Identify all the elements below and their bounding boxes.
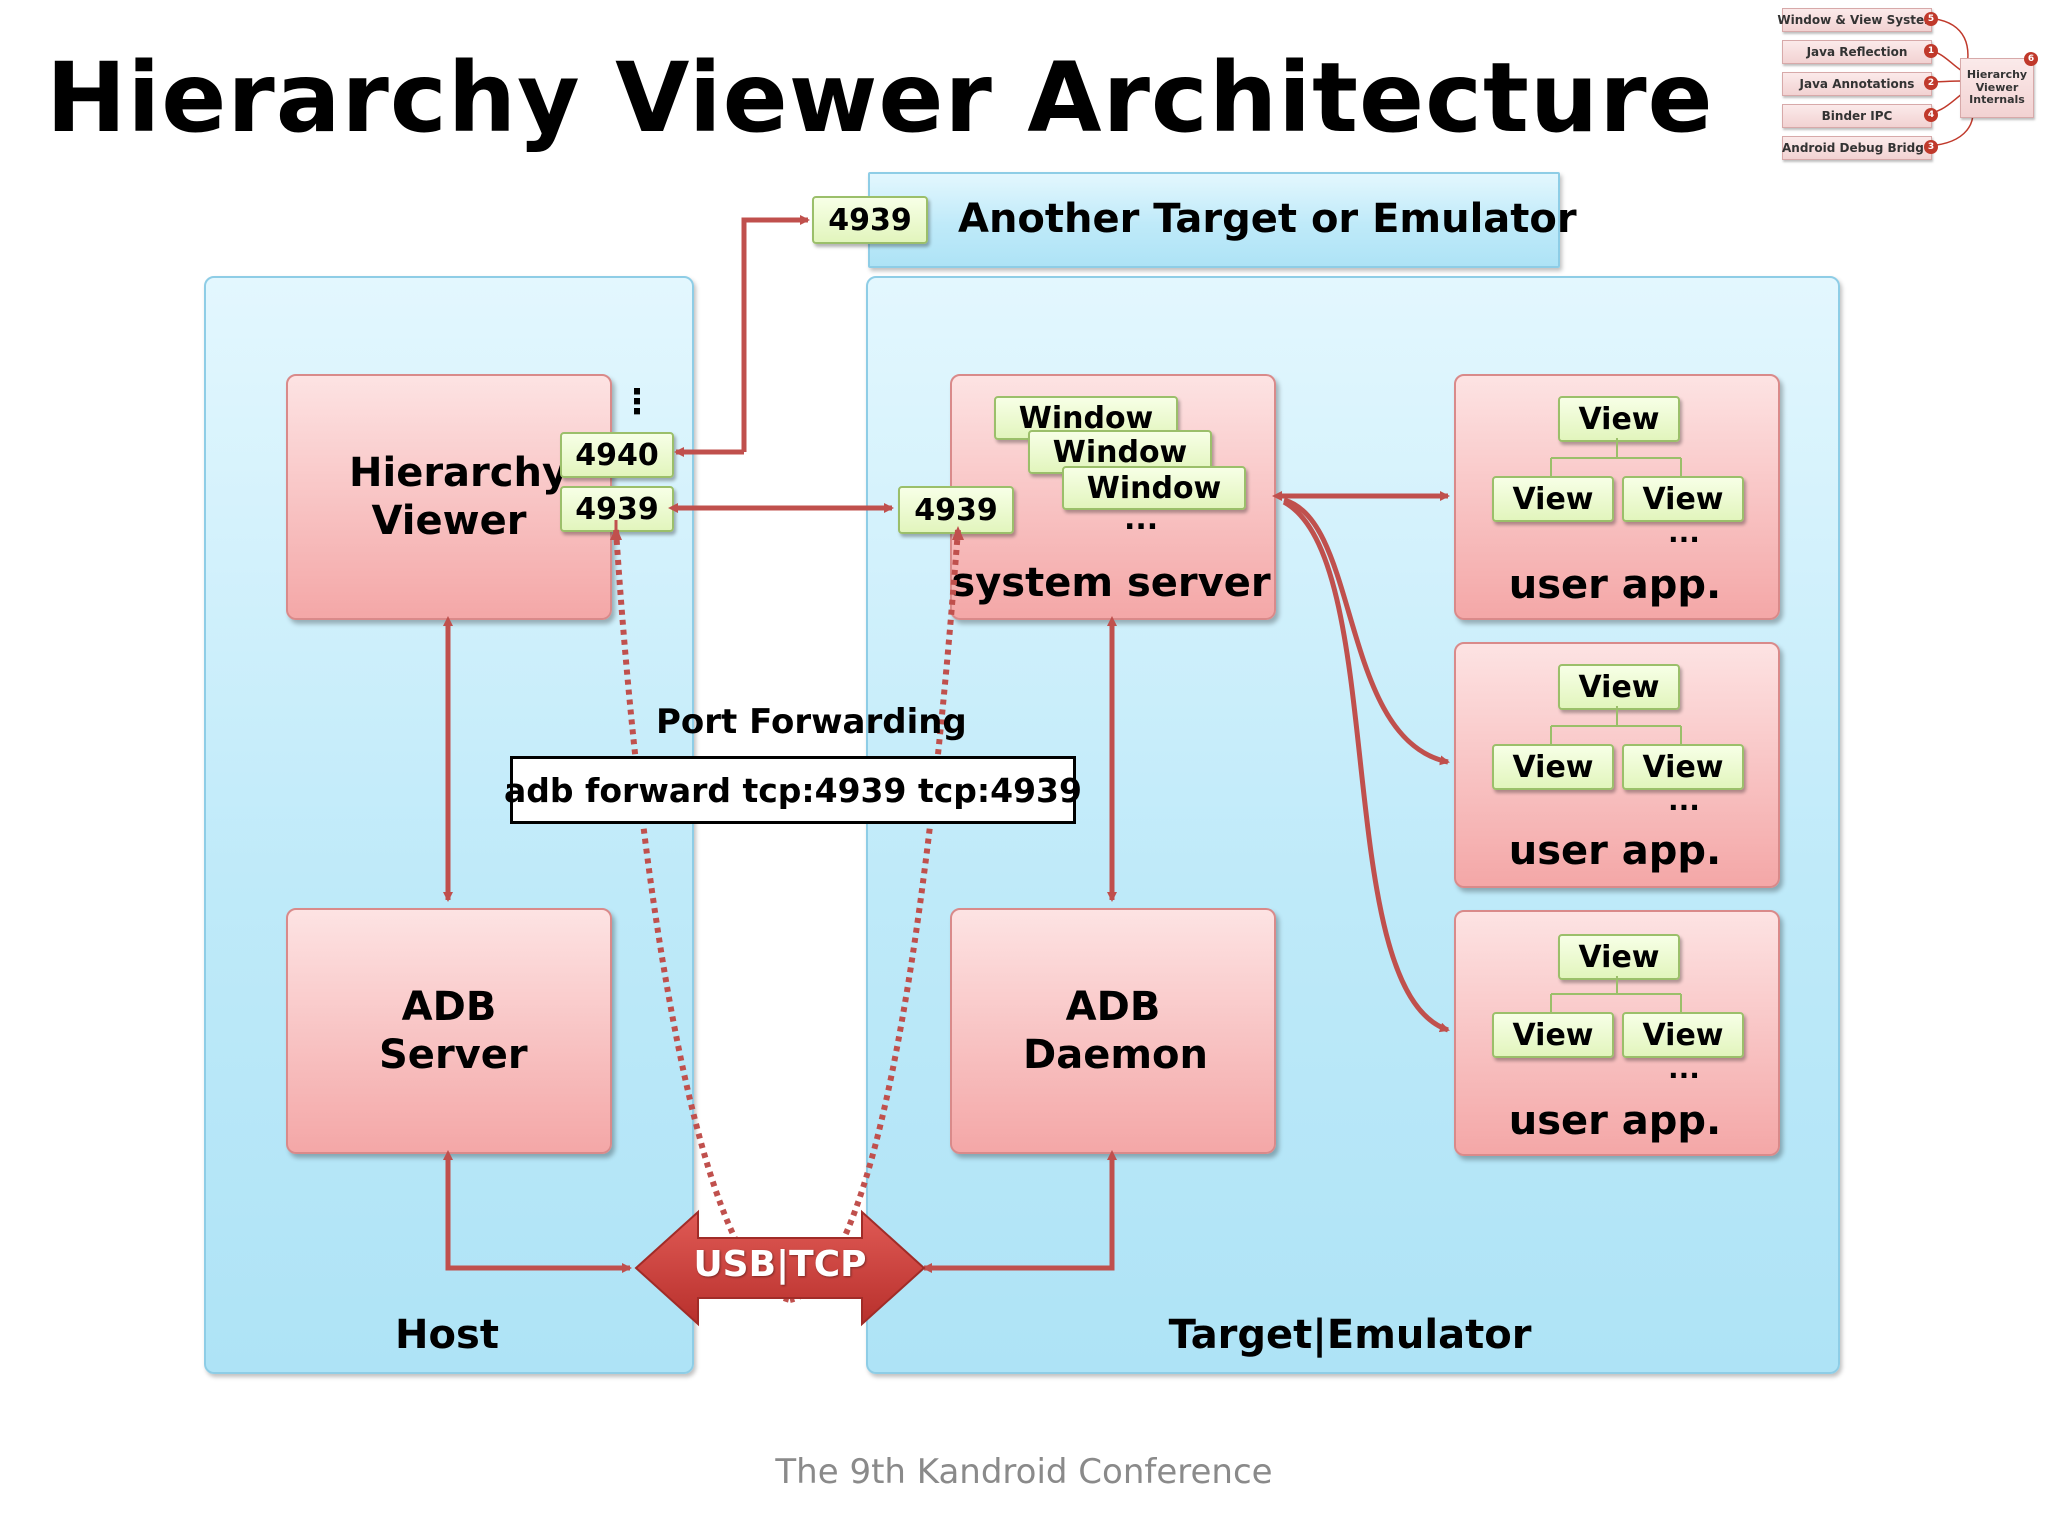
view-child-tag: View	[1492, 744, 1614, 790]
hierarchy-viewer-port-4939: 4939	[560, 486, 674, 532]
host-label: Host	[395, 1312, 499, 1358]
usb-tcp-label: USB|TCP	[693, 1244, 867, 1285]
nav-item-java-annotations[interactable]: Java Annotations	[1782, 72, 1932, 96]
window-more: ...	[1124, 502, 1159, 537]
view-child-tag: View	[1622, 476, 1744, 522]
view-child-tag: View	[1622, 1012, 1744, 1058]
view-child-tag: View	[1492, 1012, 1614, 1058]
window-tag-3: Window	[1062, 466, 1246, 510]
view-root-tag: View	[1558, 396, 1680, 442]
view-root-tag: View	[1558, 934, 1680, 980]
view-more: ...	[1668, 784, 1700, 817]
nav-item-number: 4	[1924, 108, 1938, 122]
adb-forward-command: adb forward tcp:4939 tcp:4939	[504, 756, 1082, 824]
adb-server-label: ADB Server	[379, 984, 528, 1078]
target-label: Target|Emulator	[1168, 1312, 1532, 1358]
hierarchy-viewer-label: Hierarchy Viewer	[349, 450, 569, 544]
adb-daemon-box: ADB Daemon	[950, 908, 1276, 1154]
adb-server-box: ADB Server	[286, 908, 612, 1154]
view-child-tag: View	[1492, 476, 1614, 522]
another-target-port-tag: 4939	[812, 196, 928, 244]
nav-item-number: 5	[1924, 12, 1938, 26]
system-server-port-4939: 4939	[898, 486, 1014, 534]
system-server-label: system server	[951, 560, 1271, 606]
user-app-label: user app.	[1508, 562, 1722, 608]
nav-item-number: 1	[1924, 44, 1938, 58]
page-title: Hierarchy Viewer Architecture	[46, 42, 1714, 154]
view-root-tag: View	[1558, 664, 1680, 710]
user-app-label: user app.	[1508, 828, 1722, 874]
nav-item-number: 2	[1924, 76, 1938, 90]
adb-daemon-label: ADB Daemon	[1023, 984, 1208, 1078]
another-target-region	[868, 172, 1560, 268]
footer: The 9th Kandroid Conference	[775, 1452, 1273, 1492]
nav-item-binder-ipc[interactable]: Binder IPC	[1782, 104, 1932, 128]
hierarchy-viewer-port-more: ⋮	[620, 382, 654, 422]
view-child-tag: View	[1622, 744, 1744, 790]
nav-item-hierarchy-viewer-internals[interactable]: Hierarchy Viewer Internals	[1960, 58, 2034, 118]
another-target-label: Another Target or Emulator	[958, 196, 1577, 242]
user-app-label: user app.	[1508, 1098, 1722, 1144]
view-more: ...	[1668, 516, 1700, 549]
nav-item-window-view-system[interactable]: Window & View System	[1777, 8, 1937, 32]
hierarchy-viewer-port-4940: 4940	[560, 432, 674, 478]
nav-item-number: 6	[2024, 52, 2038, 66]
view-more: ...	[1668, 1052, 1700, 1085]
nav-item-number: 3	[1924, 140, 1938, 154]
port-forwarding-label: Port Forwarding	[656, 702, 967, 742]
nav-item-java-reflection[interactable]: Java Reflection	[1782, 40, 1932, 64]
nav-item-android-debug-bridge[interactable]: Android Debug Bridge	[1782, 136, 1932, 160]
section-nav: Window & View System 5 Java Reflection 1…	[1772, 6, 2042, 166]
